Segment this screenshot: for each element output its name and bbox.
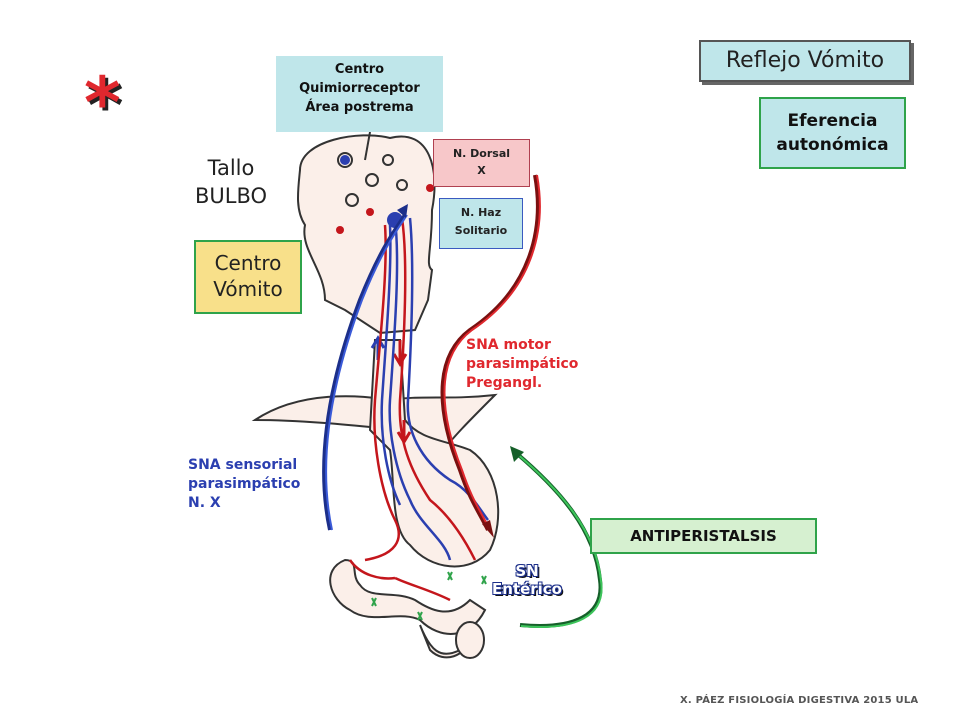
digestive-tract-drawing [329,339,500,659]
nucleus-dot [340,155,350,165]
sna-sensory-line-2: parasimpático [188,476,301,492]
enteric-line-2: Entérico [491,580,562,598]
sensory-afferent-arrow [322,213,407,531]
enteric-arrowhead [510,446,524,462]
brainstem-label: Tallo BULBO [188,154,274,210]
efferent-line-1: Eferencia [787,111,878,131]
motor-arrowhead [482,520,494,538]
chemoreceptor-center-label: Centro Quimiorreceptor Área postrema [276,56,443,132]
sna-motor-line-1: SNA motor [466,337,551,353]
sna-motor-line-3: Pregangl. [466,375,543,391]
chemoreceptor-line-1: Centro [334,62,385,77]
vomit-center-line-1: Centro [214,251,282,275]
sensory-arrowhead [397,204,408,218]
sna-motor-label: SNA motor parasimpático Pregangl. [466,336,578,393]
nucleus-dot [336,226,344,234]
solitary-nucleus-label: N. Haz Solitario [439,198,523,249]
antiperistalsis-label: ANTIPERISTALSIS [590,518,817,554]
enteric-line-1: SN [515,562,539,580]
sna-motor-line-2: parasimpático [466,356,579,372]
dorsal-nucleus-label: N. Dorsal X [433,139,530,187]
dorsal-line-2: X [477,164,486,177]
enteric-arrow [513,450,603,628]
chemoreceptor-line-2: Quimiorreceptor [299,81,420,96]
brainstem-line-1: Tallo [207,156,255,180]
sna-sensory-label: SNA sensorial parasimpático N. X [188,456,300,513]
vomit-center-line-2: Vómito [213,277,283,301]
solitary-line-2: Solitario [454,224,508,237]
sna-sensory-line-1: SNA sensorial [188,457,298,473]
asterisk-mark: * [84,62,121,144]
footer-credit: X. PÁEZ FISIOLOGÍA DIGESTIVA 2015 ULA [680,695,919,706]
medulla-drawing [297,131,436,335]
enteric-ganglia [371,571,487,621]
nucleus-dot [366,208,374,216]
efferent-line-2: autonómica [776,135,889,155]
motor-efferent-arrow [440,174,540,531]
page-title: Reflejo Vómito [699,40,911,82]
dorsal-line-1: N. Dorsal [452,147,511,160]
nucleus-dot [426,184,434,192]
efferent-autonomic-label: Eferencia autonómica [759,97,906,169]
sna-sensory-line-3: N. X [188,495,221,511]
vomit-center-label: Centro Vómito [194,240,302,314]
brainstem-line-2: BULBO [194,184,268,208]
solitary-line-1: N. Haz [460,206,502,219]
enteric-nervous-system-label: SN Entérico [487,562,567,598]
chemoreceptor-line-3: Área postrema [305,100,414,115]
